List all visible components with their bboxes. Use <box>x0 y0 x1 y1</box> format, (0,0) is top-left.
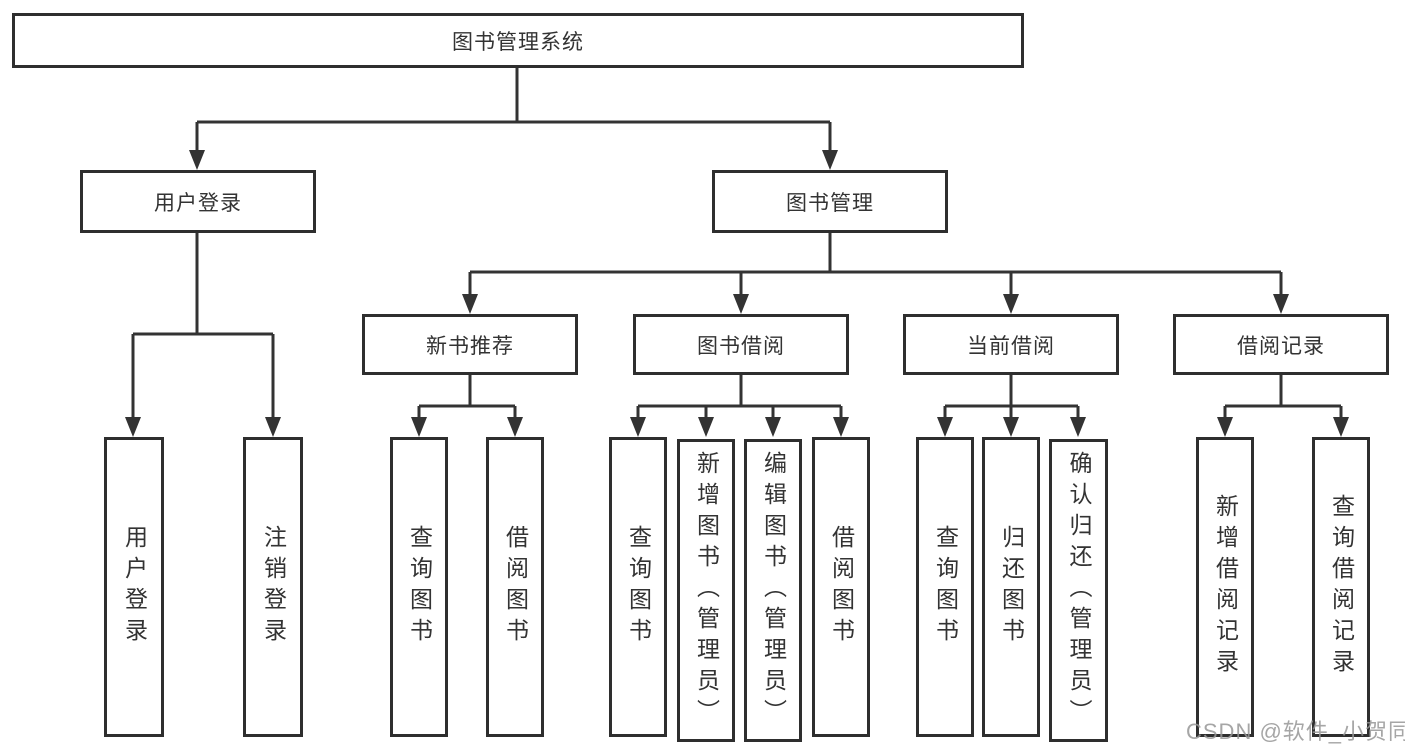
node-user-login-label: 用户登录 <box>154 191 242 215</box>
node-new-book-recommend: 新书推荐 <box>362 314 578 375</box>
connector-root-to-level2 <box>195 67 832 154</box>
leaf-current-query-book: 查询图书 <box>916 437 974 737</box>
arrowheads-level2 <box>189 150 838 170</box>
connector-current-borrow-group <box>943 375 1080 421</box>
leaf-borrow-query-book: 查询图书 <box>609 437 667 737</box>
leaf-rec-borrow-book-label: 借阅图书 <box>502 525 529 649</box>
leaf-add-borrow-record: 新增借阅记录 <box>1196 437 1254 737</box>
node-borrowing-records: 借阅记录 <box>1173 314 1389 375</box>
leaf-edit-book-admin: 编辑图书（管理员） <box>744 439 802 742</box>
leaf-rec-borrow-book: 借阅图书 <box>486 437 544 737</box>
arrowheads-borrow-record-group <box>1217 417 1349 437</box>
arrowheads-level3 <box>462 294 1289 314</box>
leaf-rec-query-book: 查询图书 <box>390 437 448 737</box>
leaf-add-book-admin: 新增图书（管理员） <box>677 439 735 742</box>
leaf-borrow-borrow-book: 借阅图书 <box>812 437 870 737</box>
leaf-add-borrow-record-label: 新增借阅记录 <box>1212 494 1239 680</box>
node-book-borrowing-label: 图书借阅 <box>697 334 785 358</box>
leaf-user-login: 用户登录 <box>104 437 164 737</box>
connector-user-login-group <box>131 233 275 421</box>
leaf-confirm-return-admin: 确认归还（管理员） <box>1049 439 1108 742</box>
leaf-current-query-book-label: 查询图书 <box>932 525 959 649</box>
leaf-query-borrow-record-label: 查询借阅记录 <box>1328 494 1355 680</box>
arrowheads-current-borrow-group <box>937 417 1086 437</box>
leaf-user-login-label: 用户登录 <box>121 525 148 649</box>
leaf-return-book-label: 归还图书 <box>998 525 1025 649</box>
leaf-logout: 注销登录 <box>243 437 303 737</box>
node-user-login: 用户登录 <box>80 170 316 233</box>
node-book-management: 图书管理 <box>712 170 948 233</box>
leaf-logout-label: 注销登录 <box>260 525 287 649</box>
node-current-borrowing: 当前借阅 <box>903 314 1119 375</box>
arrowheads-new-book-rec-group <box>411 417 523 437</box>
node-book-borrowing: 图书借阅 <box>633 314 849 375</box>
arrowheads-book-borrow-group <box>630 417 849 437</box>
node-root-library-system: 图书管理系统 <box>12 13 1024 68</box>
csdn-watermark: CSDN @软件_小贺同学 <box>1186 719 1405 744</box>
leaf-edit-book-admin-label: 编辑图书（管理员） <box>760 451 787 730</box>
node-new-book-recommend-label: 新书推荐 <box>426 334 514 358</box>
node-borrowing-records-label: 借阅记录 <box>1237 334 1325 358</box>
connector-book-borrow-group <box>636 375 843 421</box>
leaf-rec-query-book-label: 查询图书 <box>406 525 433 649</box>
arrowheads-user-login-group <box>125 417 281 437</box>
leaf-confirm-return-admin-label: 确认归还（管理员） <box>1066 451 1092 730</box>
leaf-add-book-admin-label: 新增图书（管理员） <box>693 451 720 730</box>
leaf-borrow-borrow-book-label: 借阅图书 <box>828 525 855 649</box>
leaf-return-book: 归还图书 <box>982 437 1040 737</box>
connector-borrow-record-group <box>1223 375 1343 421</box>
connector-new-book-rec-group <box>417 375 517 421</box>
node-book-management-label: 图书管理 <box>786 191 874 215</box>
leaf-borrow-query-book-label: 查询图书 <box>625 525 652 649</box>
node-current-borrowing-label: 当前借阅 <box>967 334 1055 358</box>
leaf-query-borrow-record: 查询借阅记录 <box>1312 437 1370 737</box>
node-root-label: 图书管理系统 <box>452 30 584 54</box>
connector-book-mgmt-to-level3 <box>468 233 1283 298</box>
